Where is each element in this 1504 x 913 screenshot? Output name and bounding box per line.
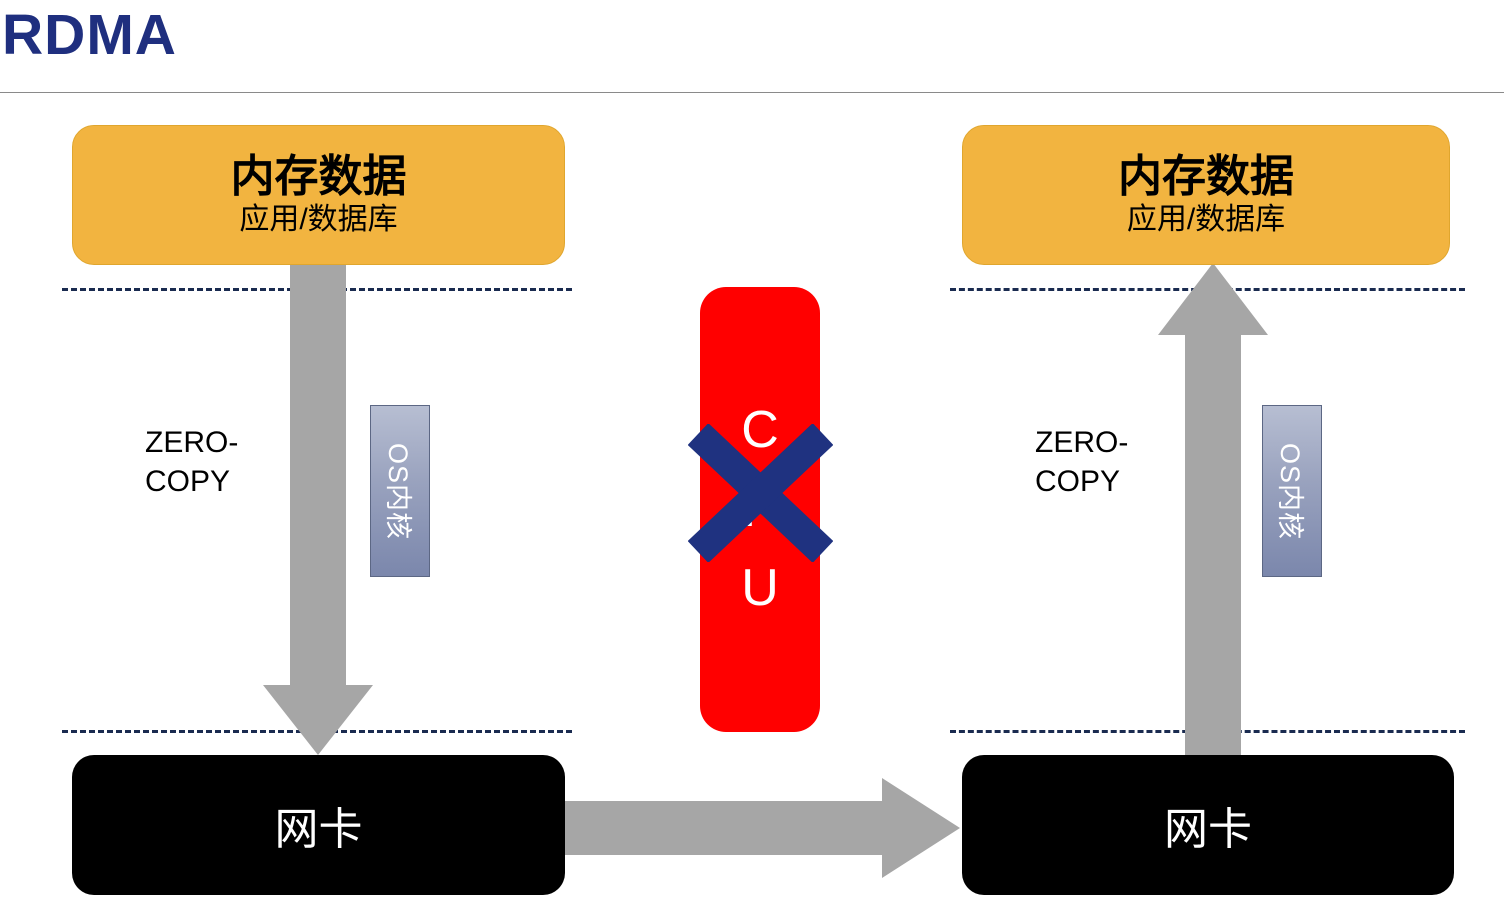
up-arrow-icon (1158, 263, 1268, 758)
left-os-kernel-box: OS内核 (370, 405, 430, 577)
left-memory-subtitle: 应用/数据库 (239, 203, 398, 236)
down-arrow-icon (263, 265, 373, 755)
left-zero-copy-label: ZERO- COPY (145, 426, 239, 498)
title-divider (0, 92, 1504, 93)
right-memory-subtitle: 应用/数据库 (1126, 203, 1286, 236)
left-memory-box: 内存数据 应用/数据库 (72, 125, 565, 265)
right-memory-title: 内存数据 (1118, 152, 1294, 201)
right-zero-copy-label: ZERO- COPY (1035, 426, 1129, 498)
right-nic-box: 网卡 (962, 755, 1454, 895)
left-nic-box: 网卡 (72, 755, 565, 895)
right-memory-box: 内存数据 应用/数据库 (962, 125, 1450, 265)
left-nic-label: 网卡 (274, 805, 363, 854)
cpu-box: C P U (700, 287, 820, 732)
right-os-kernel-label: OS内核 (1274, 442, 1305, 540)
cross-out-x-icon (688, 424, 833, 562)
page-title: RDMA (2, 3, 177, 67)
right-nic-label: 网卡 (1164, 805, 1252, 854)
left-os-kernel-label: OS内核 (382, 442, 413, 540)
left-memory-title: 内存数据 (230, 152, 407, 201)
right-os-kernel-box: OS内核 (1262, 405, 1322, 577)
right-arrow-icon (560, 778, 960, 878)
